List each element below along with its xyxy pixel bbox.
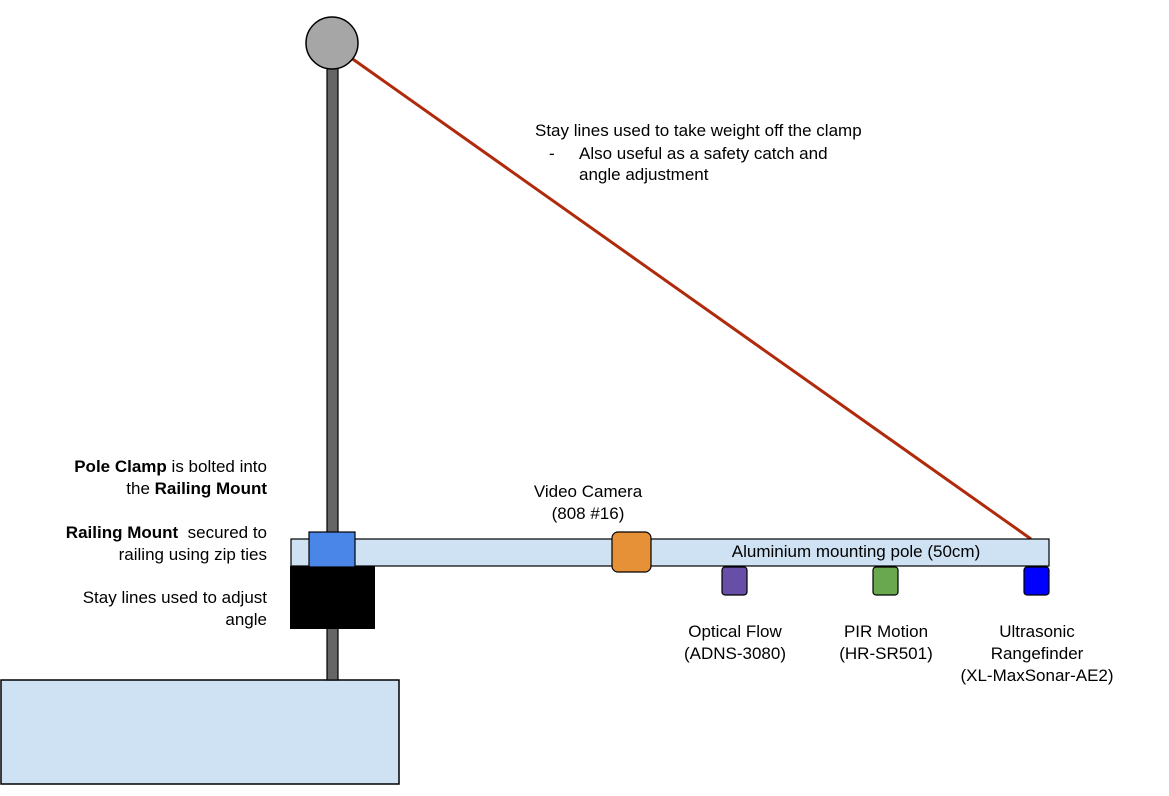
ultrasonic-rangefinder-sensor (1023, 566, 1050, 596)
stay-top-dash: - (549, 144, 555, 163)
railing-mount-note-rest: secured to (178, 523, 267, 542)
railing-mount-block (290, 566, 375, 629)
railing-mount-note-line2: railing using zip ties (119, 545, 267, 564)
video-camera-label-line1: Video Camera (534, 482, 643, 501)
stay-adjust-note-line2: angle (225, 610, 267, 629)
stay-adjust-note-line1: Stay lines used to adjust (83, 588, 268, 607)
stay-top-label-line2: Also useful as a safety catch and (579, 144, 828, 163)
ultrasonic-label-line2: Rangefinder (991, 644, 1084, 663)
ultrasonic-label-line3: (XL-MaxSonar-AE2) (960, 666, 1113, 685)
railing-base-block (0, 679, 400, 785)
pole-clamp-note-line1: Pole Clamp is bolted into (74, 457, 267, 476)
video-camera-label-line2: (808 #16) (552, 504, 625, 523)
video-camera-block (611, 531, 652, 573)
pir-motion-sensor (872, 566, 899, 596)
stay-line (346, 53, 1032, 541)
ultrasonic-label-line1: Ultrasonic (999, 622, 1075, 641)
pole-clamp-note-line2: the Railing Mount (126, 479, 267, 498)
railing-mount-term: Railing Mount (66, 523, 179, 542)
pole-top-ball (305, 16, 359, 70)
mounting-pole-label: Aluminium mounting pole (50cm) (732, 542, 981, 561)
railing-mount-term-inline: Railing Mount (155, 479, 268, 498)
optical-flow-sensor (721, 566, 748, 596)
pir-label-line2: (HR-SR501) (839, 644, 933, 663)
optical-flow-label-line1: Optical Flow (688, 622, 782, 641)
pole-clamp-term: Pole Clamp (74, 457, 167, 476)
stay-top-label-line1: Stay lines used to take weight off the c… (535, 121, 862, 140)
pir-label-line1: PIR Motion (844, 622, 928, 641)
pole-clamp-block (308, 531, 356, 568)
pole-clamp-note-rest: is bolted into (167, 457, 267, 476)
railing-mount-note-line1: Railing Mount secured to (66, 523, 267, 542)
aluminium-mounting-pole (290, 538, 1050, 567)
pole-clamp-note-prefix: the (126, 479, 154, 498)
stay-top-label-line3: angle adjustment (579, 165, 709, 184)
optical-flow-label-line2: (ADNS-3080) (684, 644, 786, 663)
